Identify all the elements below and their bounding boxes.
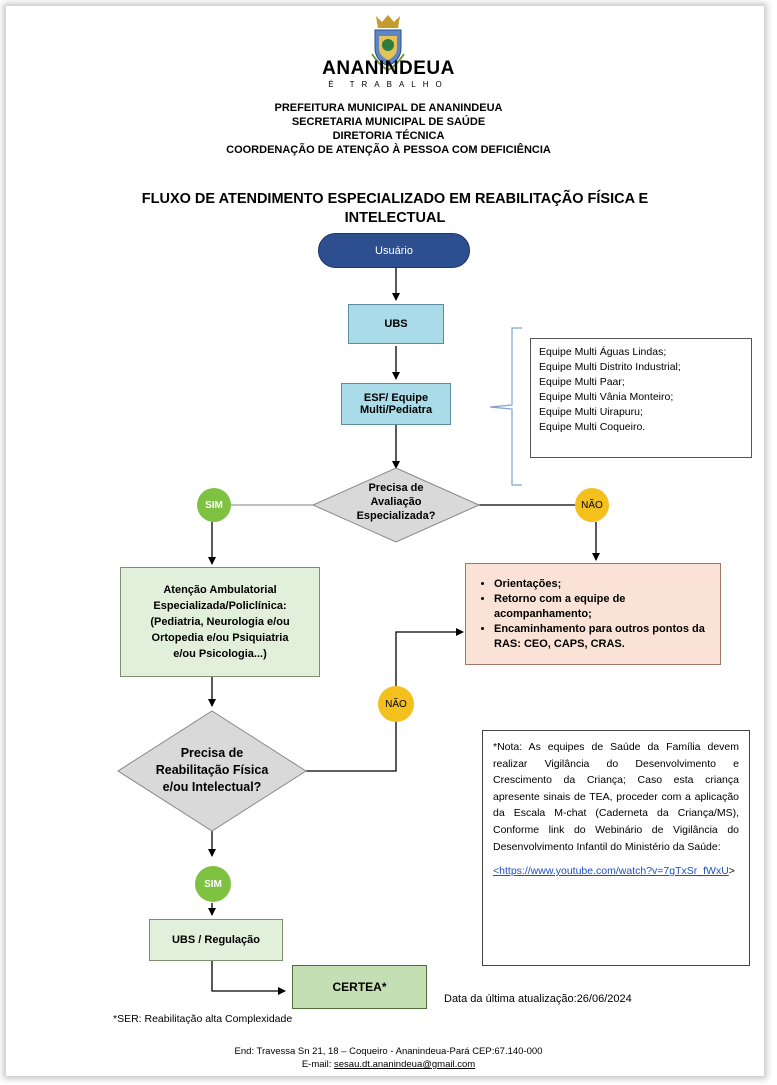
document-title: FLUXO DE ATENDIMENTO ESPECIALIZADO EM RE… [60, 190, 730, 228]
certea-label: CERTEA* [332, 980, 387, 994]
title-line-2: INTELECTUAL [344, 210, 446, 226]
atencao-line-4: Ortopedia e/ou Psiquiatria [151, 632, 289, 644]
ubs-process-box: UBS [348, 304, 444, 344]
atencao-ambulatorial-box: Atenção Ambulatorial Especializada/Polic… [120, 567, 320, 677]
link-close-bracket: > [728, 865, 735, 878]
ubs-label: UBS [384, 318, 408, 330]
atencao-line-3: (Pediatria, Neurologia e/ou [150, 616, 290, 628]
certea-box: CERTEA* [292, 965, 427, 1009]
sim-label-1: SIM [205, 499, 223, 511]
regulacao-label: UBS / Regulação [171, 934, 261, 946]
atencao-line-1: Atenção Ambulatorial [163, 584, 277, 596]
atencao-line-2: Especializada/Policlínica: [153, 600, 287, 612]
decision1-text: Precisa de Avaliação Especializada? [336, 481, 456, 523]
decision2-text: Precisa de Reabilitação Física e/ou Inte… [140, 745, 284, 796]
decision2-diamond [117, 710, 307, 832]
logo-wordmark: ANANINDEUA [322, 58, 455, 79]
usuario-label: Usuário [375, 244, 413, 257]
teams-list-box: Equipe Multi Águas Lindas; Equipe Multi … [530, 338, 752, 458]
decision1-line-3: Especializada? [356, 510, 436, 522]
arrow-regulacao-to-certea [211, 961, 286, 995]
team-item: Equipe Multi Águas Lindas; [539, 346, 667, 358]
sim-circle-1: SIM [197, 488, 231, 522]
nao-label-2: NÃO [385, 698, 407, 710]
ubs-regulacao-box: UBS / Regulação [149, 919, 283, 961]
nota-text: *Nota: As equipes de Saúde da Família de… [493, 741, 739, 853]
header-line-4: COORDENAÇÃO DE ATENÇÃO À PESSOA COM DEFI… [226, 144, 551, 156]
esf-label-line-2: Multi/Pediatra [359, 404, 433, 416]
orientacoes-item: Encaminhamento para outros pontos da RAS… [494, 622, 710, 652]
sim-circle-2: SIM [195, 866, 231, 902]
header-line-1: PREFEITURA MUNICIPAL DE ANANINDEUA [274, 102, 503, 114]
title-line-1: FLUXO DE ATENDIMENTO ESPECIALIZADO EM RE… [141, 191, 649, 207]
usuario-terminator: Usuário [318, 233, 470, 268]
decision1-line-1: Precisa de [368, 482, 424, 494]
esf-label-line-1: ESF/ Equipe [363, 392, 429, 404]
footer-email-line: E-mail: sesau.dt.ananindeua@gmail.com [0, 1059, 777, 1070]
nao-label-1: NÃO [581, 499, 603, 511]
orientacoes-item: Retorno com a equipe de acompanhamento; [494, 592, 710, 622]
team-item: Equipe Multi Paar; [539, 376, 625, 388]
municipal-coat-of-arms-logo [370, 14, 406, 72]
footer-address: End: Travessa Sn 21, 18 – Coqueiro - Ana… [234, 1046, 543, 1057]
nota-box: *Nota: As equipes de Saúde da Família de… [482, 730, 750, 966]
decision1-diamond [311, 467, 481, 543]
logo-tagline: É TRABALHO [328, 80, 449, 89]
sim-label-2: SIM [204, 878, 222, 890]
orientacoes-list: Orientações; Retorno com a equipe de aco… [476, 577, 710, 652]
team-item: Equipe Multi Vânia Monteiro; [539, 391, 674, 403]
youtube-webinar-link[interactable]: https://www.youtube.com/watch?v=7gTxSr_f… [499, 865, 729, 878]
team-item: Equipe Multi Distrito Industrial; [539, 361, 681, 373]
email-label: E-mail: [301, 1059, 335, 1070]
nao-circle-1: NÃO [575, 488, 609, 522]
update-date: Data da última atualização:26/06/2024 [444, 993, 632, 1005]
decision1-line-2: Avaliação [370, 496, 422, 508]
team-item: Equipe Multi Coqueiro. [539, 421, 646, 433]
header-line-3: DIRETORIA TÉCNICA [332, 130, 445, 142]
decision2-line-2: Reabilitação Física [155, 763, 269, 777]
teams-brace [489, 327, 522, 486]
header-line-2: SECRETARIA MUNICIPAL DE SAÚDE [291, 116, 486, 128]
team-item: Equipe Multi Uirapuru; [539, 406, 643, 418]
atencao-line-5: e/ou Psicologia...) [173, 648, 267, 660]
decision2-line-1: Precisa de [180, 746, 244, 760]
link-open-bracket: < [493, 865, 500, 878]
esf-process-box: ESF/ Equipe Multi/Pediatra [341, 383, 451, 425]
nao-circle-2: NÃO [378, 686, 414, 722]
footnote: *SER: Reabilitação alta Complexidade [113, 1013, 293, 1025]
decision2-line-3: e/ou Intelectual? [162, 780, 262, 794]
line-decision2-to-nao2 [306, 721, 397, 772]
orientacoes-item: Orientações; [494, 577, 710, 592]
arrow-nao2-to-orientacoes [395, 628, 464, 686]
nota-link-line: <https://www.youtube.com/watch?v=7gTxSr_… [493, 863, 739, 880]
email-link[interactable]: sesau.dt.ananindeua@gmail.com [334, 1059, 476, 1070]
orientacoes-box: Orientações; Retorno com a equipe de aco… [465, 563, 721, 665]
